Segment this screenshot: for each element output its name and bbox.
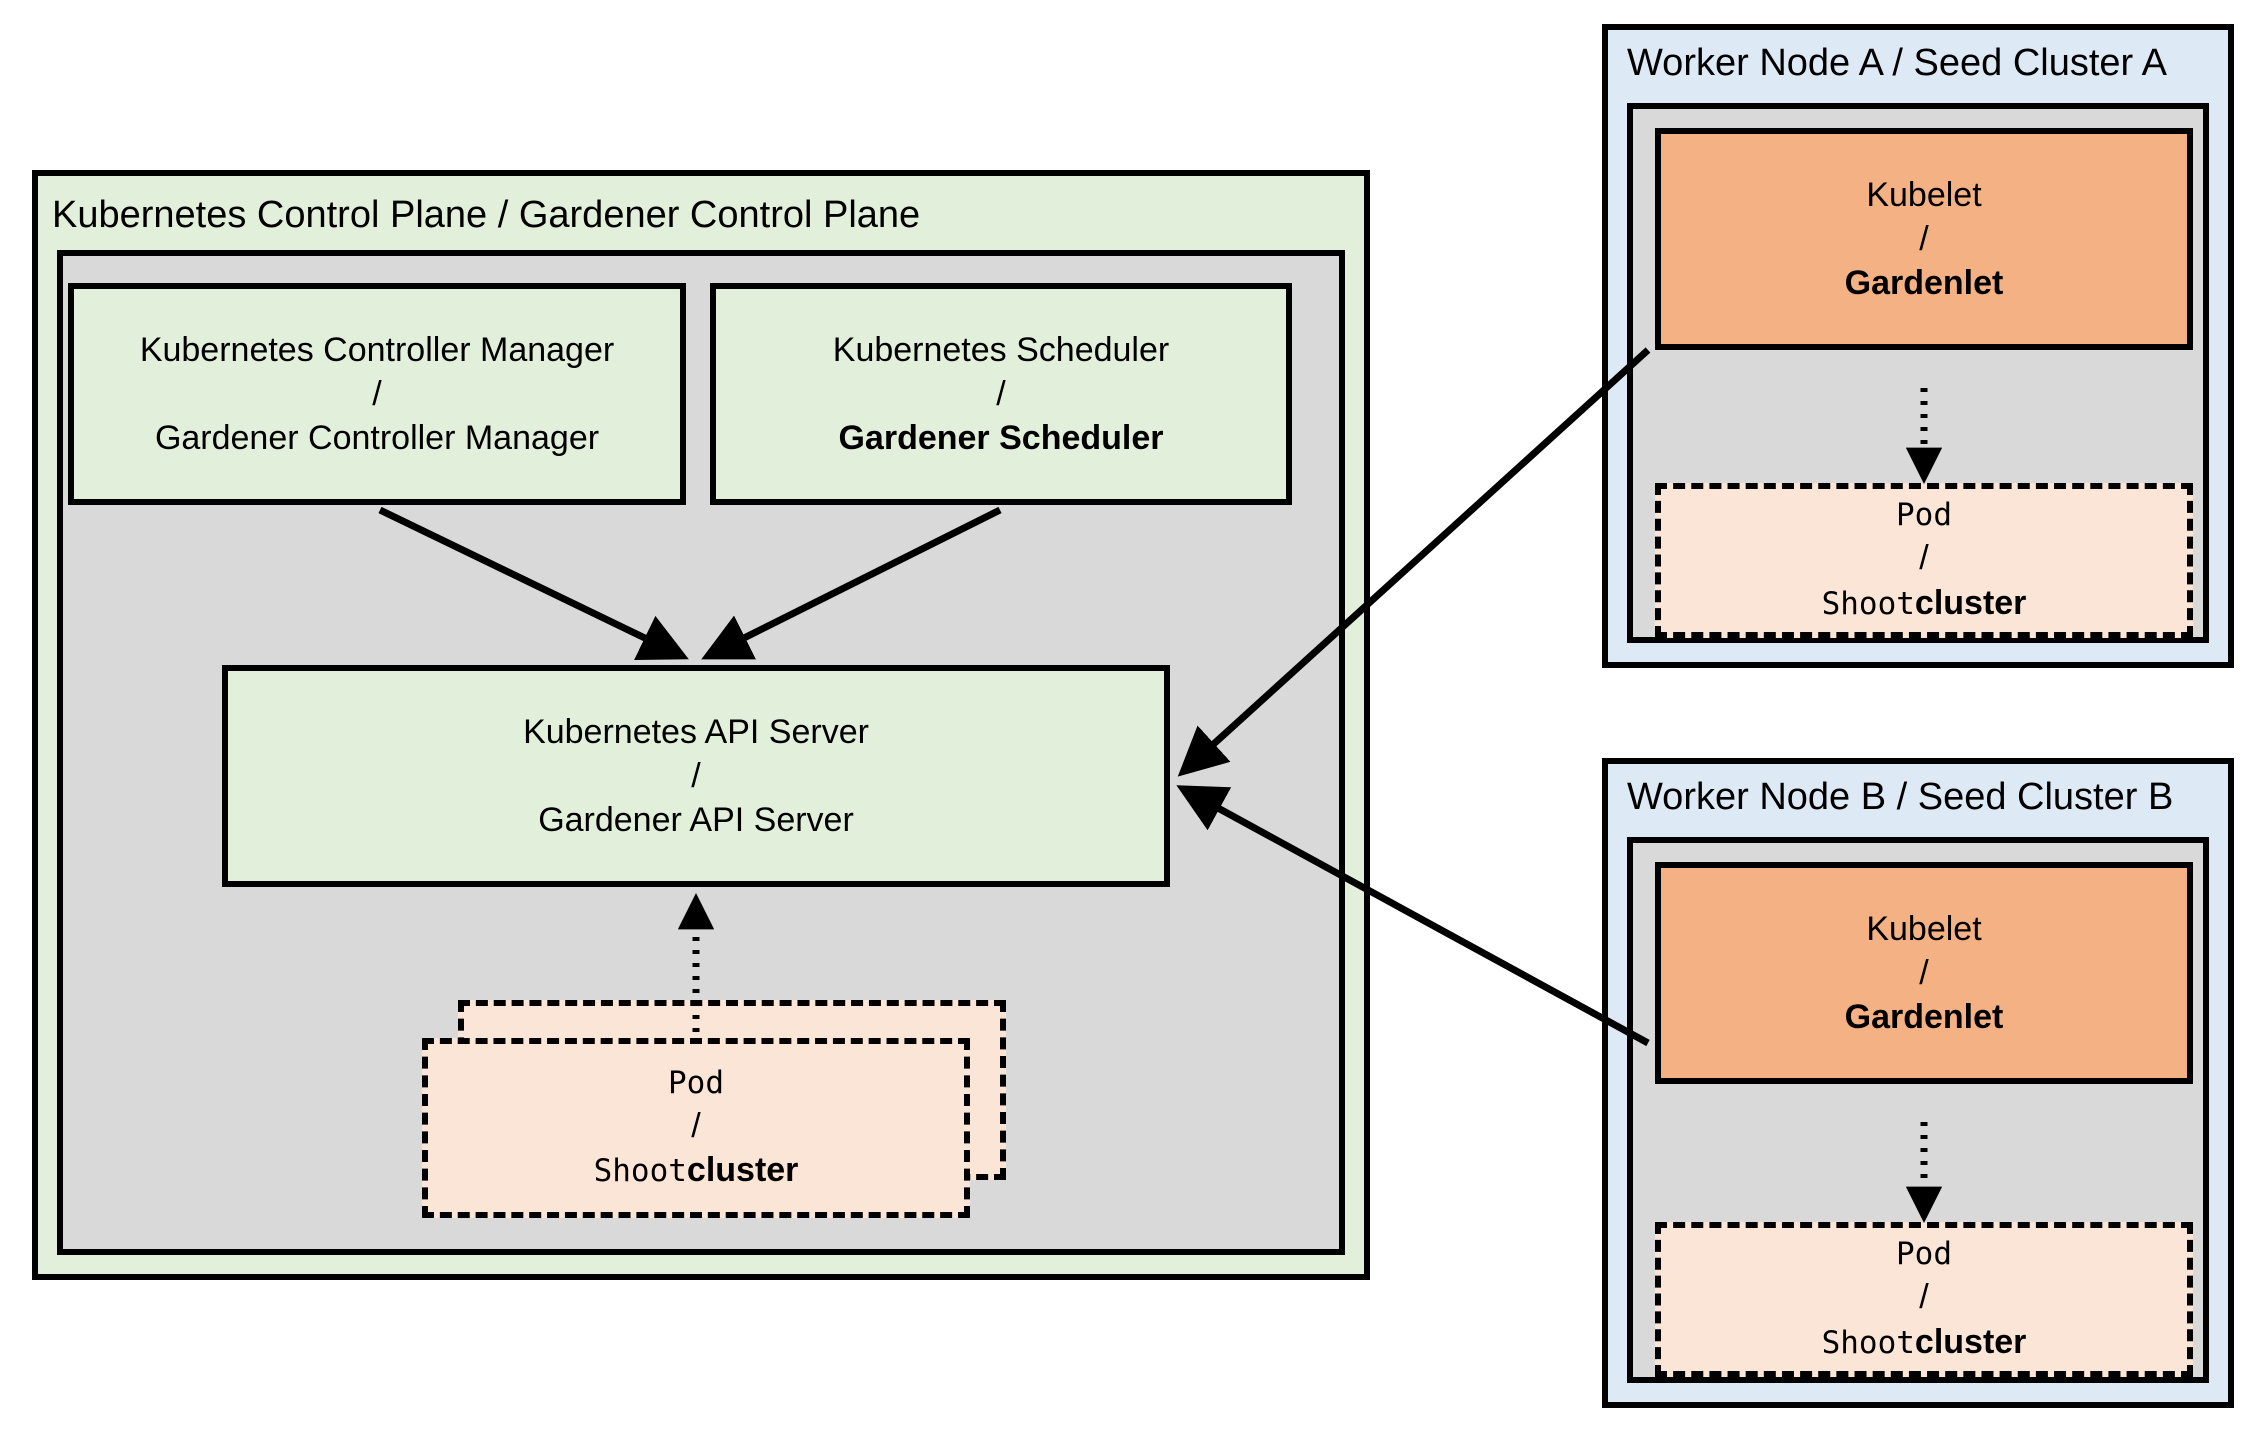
seed-b-pod-line-2: Shootcluster: [1822, 1320, 2027, 1365]
control-plane-title: Kubernetes Control Plane / Gardener Cont…: [52, 194, 921, 236]
control-plane-pod-box[interactable]: Pod / Shootcluster: [422, 1038, 970, 1218]
control-plane-pod-text: Pod / Shootcluster: [428, 1044, 964, 1212]
seed-b-kubelet-gardenlet-box[interactable]: Kubelet / Gardenlet: [1655, 862, 2193, 1084]
api-server-line-2: Gardener API Server: [538, 801, 854, 840]
api-server-separator: /: [691, 756, 701, 795]
seed-b-pod-line-1: Pod: [1896, 1236, 1952, 1273]
seed-b-kubelet-line-1: Kubelet: [1866, 909, 1982, 948]
seed-a-pod-box[interactable]: Pod / Shootcluster: [1655, 483, 2193, 638]
kubernetes-api-server-box[interactable]: Kubernetes API Server / Gardener API Ser…: [222, 665, 1170, 887]
controller-manager-line-1: Kubernetes Controller Manager: [139, 330, 615, 369]
control-plane-pod-line-1: Pod: [668, 1064, 724, 1101]
control-plane-pod-line-2: Shootcluster: [594, 1148, 799, 1193]
seed-b-pod-box[interactable]: Pod / Shootcluster: [1655, 1222, 2193, 1377]
seed-a-pod-cluster-word: cluster: [1914, 583, 2027, 622]
seed-b-kubelet-line-2: Gardenlet: [1844, 998, 2004, 1037]
seed-a-pod-line-1: Pod: [1896, 497, 1952, 534]
scheduler-line-2: Gardener Scheduler: [838, 419, 1164, 458]
control-plane-pod-separator: /: [691, 1106, 701, 1145]
seed-cluster-b-title: Worker Node B / Seed Cluster B: [1627, 776, 2174, 818]
seed-b-pod-shoot-word: Shoot: [1821, 1324, 1915, 1361]
seed-a-kubelet-gardenlet-box[interactable]: Kubelet / Gardenlet: [1655, 128, 2193, 350]
seed-a-kubelet-line-1: Kubelet: [1866, 175, 1982, 214]
seed-b-pod-text: Pod / Shootcluster: [1661, 1228, 2187, 1371]
api-server-line-1: Kubernetes API Server: [523, 712, 869, 751]
seed-b-pod-separator: /: [1919, 1278, 1929, 1317]
scheduler-separator: /: [996, 374, 1006, 413]
kubernetes-controller-manager-box[interactable]: Kubernetes Controller Manager / Gardener…: [68, 283, 686, 505]
scheduler-line-1: Kubernetes Scheduler: [832, 330, 1170, 369]
kubernetes-scheduler-box[interactable]: Kubernetes Scheduler / Gardener Schedule…: [710, 283, 1292, 505]
control-plane-pod-shoot-word: Shoot: [593, 1153, 687, 1190]
controller-manager-separator: /: [372, 374, 382, 413]
seed-b-pod-cluster-word: cluster: [1914, 1322, 2027, 1361]
seed-a-pod-separator: /: [1919, 539, 1929, 578]
seed-a-pod-shoot-word: Shoot: [1821, 585, 1915, 622]
seed-a-pod-text: Pod / Shootcluster: [1661, 489, 2187, 632]
seed-a-pod-line-2: Shootcluster: [1822, 581, 2027, 626]
seed-cluster-a-title: Worker Node A / Seed Cluster A: [1627, 42, 2168, 84]
seed-b-kubelet-separator: /: [1919, 953, 1929, 992]
control-plane-pod-cluster-word: cluster: [686, 1151, 799, 1190]
seed-a-kubelet-separator: /: [1919, 219, 1929, 258]
controller-manager-line-2: Gardener Controller Manager: [154, 419, 600, 458]
seed-a-kubelet-line-2: Gardenlet: [1844, 264, 2004, 303]
